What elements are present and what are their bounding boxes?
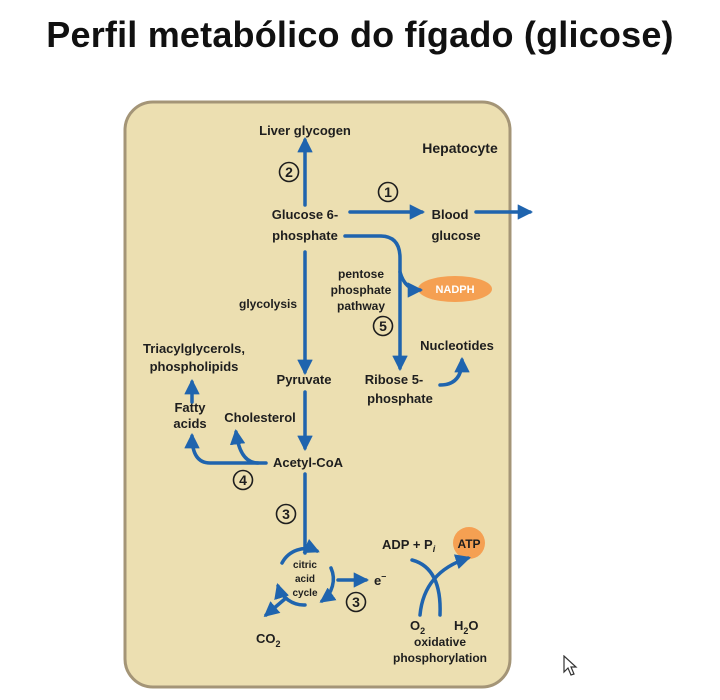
h2o-o: O bbox=[468, 618, 478, 633]
h2o-h: H bbox=[454, 618, 463, 633]
adp-pi-label: ADP + Pi bbox=[382, 537, 436, 554]
o2-sub: 2 bbox=[420, 626, 425, 636]
citric-acid-cycle-label-3: cycle bbox=[292, 588, 317, 599]
electron-text: e bbox=[374, 573, 381, 588]
co2-sub: 2 bbox=[276, 639, 281, 649]
blood-glucose-label-1: Blood bbox=[432, 207, 469, 222]
step-3b: 3 bbox=[352, 594, 360, 610]
ribose-5-phosphate-label-1: Ribose 5- bbox=[365, 372, 424, 387]
arrow-fatty-acids bbox=[184, 432, 268, 465]
arrow-o2-water bbox=[418, 554, 471, 617]
mouse-pointer-icon bbox=[563, 655, 578, 676]
step-5-circle bbox=[372, 315, 394, 337]
acetyl-coa-label: Acetyl-CoA bbox=[273, 455, 344, 470]
co2-text: CO bbox=[256, 631, 276, 646]
hepatocyte-cell bbox=[123, 100, 512, 689]
cycle-arc-top bbox=[280, 538, 320, 565]
arrow-co2 bbox=[263, 596, 288, 617]
nucleotides-label: Nucleotides bbox=[420, 338, 494, 353]
ribose-5-phosphate-label-2: phosphate bbox=[367, 391, 433, 406]
pentose-phosphate-label-1: pentose bbox=[338, 267, 384, 281]
step-2: 2 bbox=[285, 164, 293, 180]
step-5: 5 bbox=[379, 318, 387, 334]
arrow-nadph bbox=[398, 270, 424, 298]
step-3: 3 bbox=[282, 506, 290, 522]
cycle-arc-right bbox=[319, 566, 337, 603]
pentose-phosphate-label-2: phosphate bbox=[331, 283, 392, 297]
nadph-label: NADPH bbox=[435, 284, 474, 296]
arrow-ppp bbox=[343, 234, 408, 372]
blood-glucose-label-2: glucose bbox=[431, 228, 480, 243]
atp-circle bbox=[453, 527, 485, 559]
step-4: 4 bbox=[239, 472, 247, 488]
pyruvate-label: Pyruvate bbox=[277, 372, 332, 387]
citric-acid-cycle-label-2: acid bbox=[295, 574, 315, 585]
triacylglycerols-label-1: Triacylglycerols, bbox=[143, 341, 245, 356]
oxidative-phosphorylation-label-1: oxidative bbox=[414, 635, 466, 649]
citric-acid-cycle-label-1: citric bbox=[293, 560, 317, 571]
adp-pi-text: ADP + P bbox=[382, 537, 433, 552]
fatty-acids-label-1: Fatty bbox=[174, 400, 206, 415]
glucose-6-phosphate-label-1: Glucose 6- bbox=[272, 207, 338, 222]
cycle-arc-bottom bbox=[274, 583, 307, 607]
h2o-label: H2O bbox=[454, 618, 479, 636]
slide-title: Perfil metabólico do fígado (glicose) bbox=[46, 14, 674, 55]
h2o-sub: 2 bbox=[463, 626, 468, 636]
oxidative-phosphorylation-label-2: phosphorylation bbox=[393, 651, 487, 665]
arrow-nucleotides bbox=[438, 356, 470, 387]
pentose-phosphate-label-3: pathway bbox=[337, 299, 385, 313]
cell-label: Hepatocyte bbox=[422, 140, 498, 156]
step-3-circle bbox=[275, 503, 297, 525]
liver-glycogen-label: Liver glycogen bbox=[259, 123, 351, 138]
glycolysis-label: glycolysis bbox=[239, 297, 297, 311]
step-3b-circle bbox=[345, 591, 367, 613]
triacylglycerols-label-2: phospholipids bbox=[150, 359, 239, 374]
electron-sup: – bbox=[381, 571, 386, 581]
step-4-circle bbox=[232, 469, 254, 491]
step-1: 1 bbox=[384, 184, 392, 200]
o2-text: O bbox=[410, 618, 420, 633]
step-1-circle bbox=[377, 181, 399, 203]
fatty-acids-label-2: acids bbox=[173, 416, 206, 431]
arrow-cholesterol bbox=[229, 428, 260, 465]
cholesterol-label: Cholesterol bbox=[224, 410, 296, 425]
electron-label: e– bbox=[374, 571, 386, 588]
adp-pi-sub: i bbox=[433, 544, 436, 554]
o2-label: O2 bbox=[410, 618, 425, 636]
nadph-oval bbox=[418, 276, 492, 302]
co2-label: CO2 bbox=[256, 631, 281, 649]
glucose-6-phosphate-label-2: phosphate bbox=[272, 228, 338, 243]
step-2-circle bbox=[278, 161, 300, 183]
atp-label: ATP bbox=[457, 537, 480, 551]
